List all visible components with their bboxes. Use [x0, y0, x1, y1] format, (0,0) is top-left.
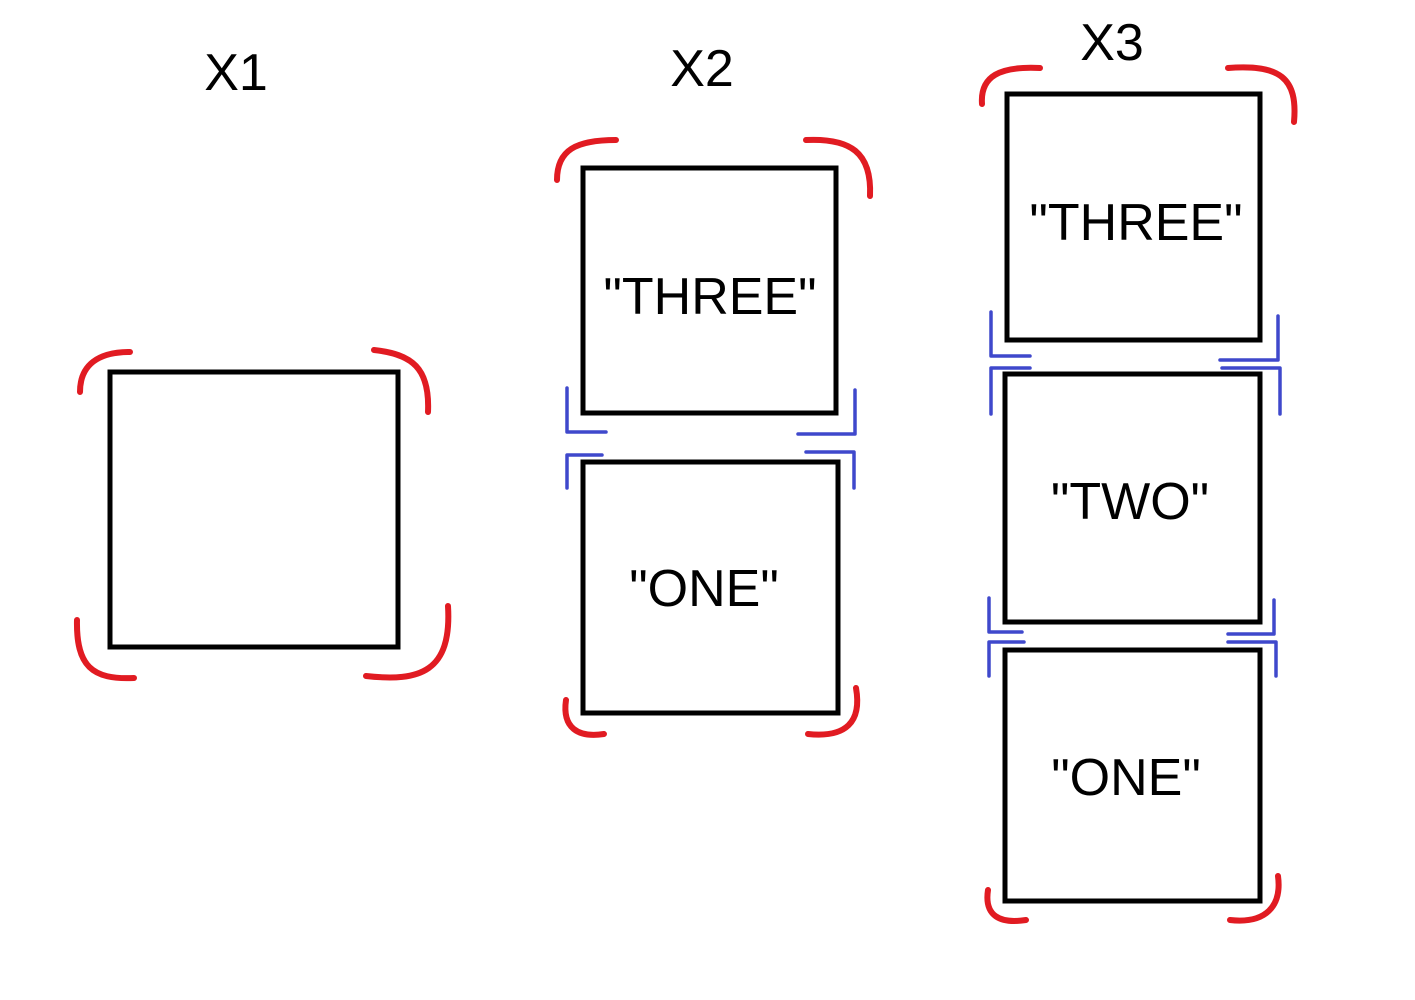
blue-joint-mark: [565, 386, 608, 434]
blue-joint-mark: [987, 596, 1024, 634]
group-x2-outer-bracket: [554, 136, 874, 738]
group-x3-box-top: [1004, 91, 1263, 343]
blue-joint-mark: [1226, 598, 1276, 636]
blue-joint-mark: [987, 640, 1026, 678]
group-x3-outer-bracket: [978, 64, 1298, 924]
group-x2-box-bottom-label: "ONE": [629, 560, 779, 618]
blue-joint-mark: [804, 450, 856, 490]
group-x3-box-bottom: [1002, 647, 1263, 904]
blue-joint-mark: [565, 453, 604, 490]
blue-joint-mark: [989, 366, 1032, 416]
group-x3-joint-bracket-lower: [987, 596, 1278, 678]
group-x3-title: X3: [1080, 14, 1144, 72]
red-bracket-corner: [984, 887, 1029, 924]
red-bracket-corner: [1225, 64, 1298, 125]
group-x3-box-top-label: "THREE": [1029, 194, 1242, 252]
red-bracket-corner: [978, 64, 1043, 107]
group-x3-box-middle-label: "TWO": [1051, 473, 1209, 531]
red-bracket-corner: [73, 617, 137, 682]
group-x2-title: X2: [670, 40, 734, 98]
red-bracket-corner: [805, 685, 861, 738]
group-x3-joint-bracket-upper: [989, 310, 1282, 416]
group-x2-box-top-label: "THREE": [603, 268, 816, 326]
blue-joint-mark: [796, 388, 857, 436]
group-x1-outer-bracket: [73, 347, 452, 682]
red-bracket-corner: [803, 136, 874, 199]
group-x2-box-bottom: [580, 459, 841, 716]
red-bracket-corner: [77, 349, 133, 395]
blue-joint-mark: [989, 310, 1032, 358]
blue-joint-mark: [1218, 314, 1280, 362]
red-bracket-corner: [1227, 873, 1282, 924]
group-x3-box-middle: [1002, 371, 1263, 625]
blue-joint-mark: [1226, 640, 1278, 678]
group-x2: X2 "THREE" "ONE": [554, 40, 874, 738]
group-x2-joint-bracket: [565, 386, 857, 490]
group-x1-box-1: [107, 369, 401, 650]
group-x3: X3 "THREE" "TWO" "ONE": [978, 14, 1298, 924]
red-bracket-corner: [562, 697, 607, 738]
group-x3-box-bottom-label: "ONE": [1051, 749, 1201, 807]
red-bracket-corner: [554, 137, 619, 183]
group-x1: X1: [73, 44, 452, 682]
blue-joint-mark: [1220, 366, 1282, 416]
group-x2-box-top: [580, 165, 839, 416]
red-bracket-corner: [371, 347, 432, 415]
red-bracket-corner: [363, 603, 452, 681]
group-x1-title: X1: [204, 44, 268, 102]
